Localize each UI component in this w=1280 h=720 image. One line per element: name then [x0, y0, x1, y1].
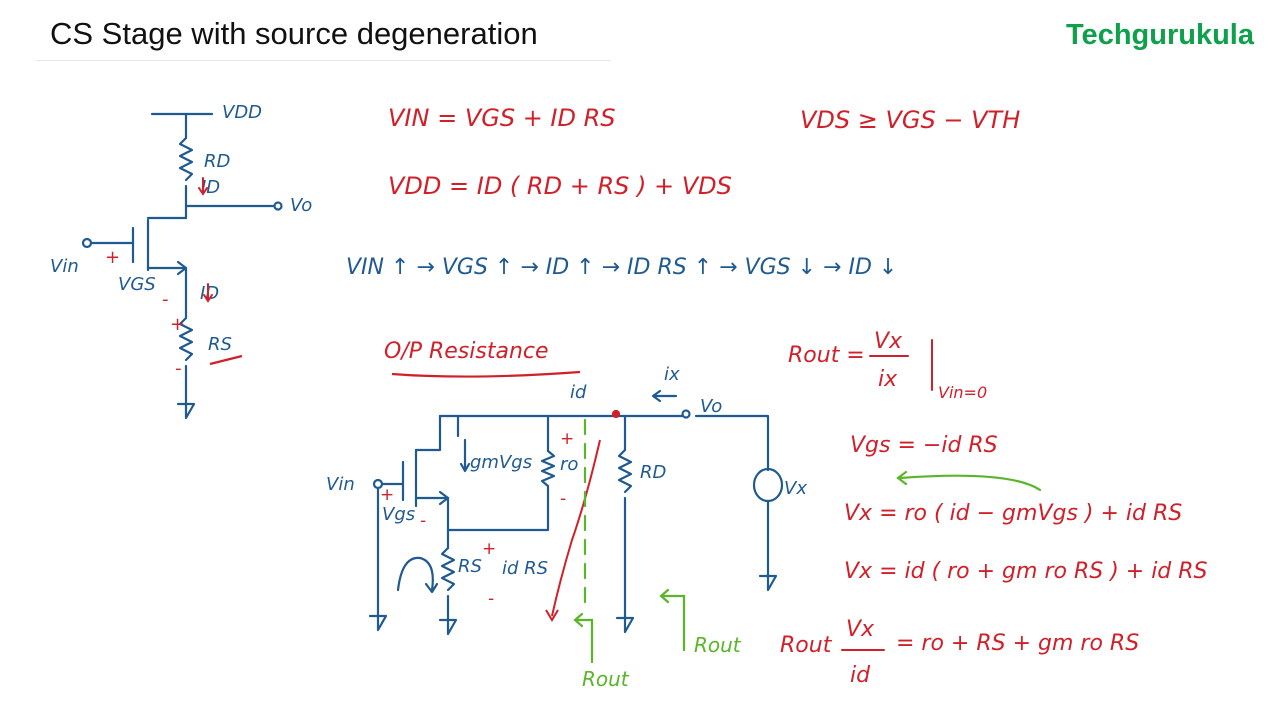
vgs-plus: +	[105, 247, 120, 268]
op-resistance-heading: O/P Resistance	[384, 339, 549, 364]
rout-arrow-left	[573, 612, 594, 664]
section-heading: O/P Resistance	[384, 339, 549, 364]
equations-block: VIN = VGS + ID RS VDS ≥ VGS − VTH VDD = …	[388, 104, 1020, 200]
vgs-arrow	[896, 470, 1042, 492]
vx-wire	[694, 414, 770, 472]
vo-node	[681, 409, 691, 419]
gnd-rs	[438, 618, 458, 636]
gnd-vx	[758, 574, 778, 592]
rs-label-2: RS	[458, 556, 482, 577]
ro-label: ro	[560, 454, 578, 475]
current-arrows	[198, 177, 213, 303]
rout-def-num: Vx	[874, 329, 903, 354]
loop-arrow	[396, 556, 439, 594]
ro-plus: +	[560, 429, 574, 449]
vgs-plus-2: +	[380, 485, 394, 505]
drain-dot	[611, 409, 621, 419]
output-node	[273, 201, 283, 211]
vx-label: Vx	[784, 478, 807, 499]
ix-arrow	[651, 389, 678, 403]
gm-arrow	[459, 438, 471, 473]
ix-label: ix	[664, 364, 680, 385]
rd-label: RD	[204, 151, 230, 172]
cs-stage-circuit	[81, 112, 283, 420]
eq-feedback: VIN ↑ → VGS ↑ → ID ↑ → ID RS ↑ → VGS ↓ →…	[346, 255, 897, 280]
vo-label-2: Vo	[700, 396, 722, 417]
rs-resistor	[178, 316, 194, 362]
rs-plus-2: +	[482, 539, 496, 559]
rout-labels: Rout Rout	[582, 633, 742, 691]
vx-source	[752, 467, 784, 503]
final-num: Vx	[846, 617, 875, 642]
rout-def-lhs: Rout =	[788, 343, 865, 368]
id-top-label: ID	[201, 177, 220, 198]
vin-label-2: Vin	[326, 474, 355, 495]
eq-vgs-small: Vgs = −id RS	[850, 433, 998, 458]
id-rs-label: id RS	[502, 558, 548, 579]
gnd-rd	[615, 616, 635, 634]
small-signal-circuit	[368, 389, 784, 636]
rs-minus: -	[175, 358, 182, 379]
circuit1-labels: VDD RD ID Vo Vin VGS ID RS	[50, 102, 312, 355]
title-divider	[36, 60, 611, 61]
gnd-vin	[368, 614, 388, 632]
vgs-minus-2: -	[420, 511, 426, 531]
rs-label: RS	[208, 334, 232, 355]
gm-vgs-label: gmVgs	[470, 452, 532, 473]
drain-left-down	[414, 414, 442, 452]
eq-vdd: VDD = ID ( RD + RS ) + VDS	[388, 172, 732, 200]
vin-label: Vin	[50, 256, 79, 277]
rs-resistor-2	[440, 546, 456, 592]
feedback-chain: VIN ↑ → VGS ↑ → ID ↑ → ID RS ↑ → VGS ↓ →…	[346, 255, 897, 280]
vo-label: Vo	[290, 195, 312, 216]
eq-vds-sat: VDS ≥ VGS − VTH	[800, 106, 1020, 134]
rd-resistor-2	[617, 448, 633, 494]
rs-underline	[209, 354, 243, 366]
id-label: id	[570, 382, 587, 403]
ground-symbol	[176, 402, 196, 420]
ro-minus: -	[560, 489, 566, 509]
page-title: CS Stage with source degeneration	[50, 16, 538, 51]
small-signal-labels: id ix Vo gmVgs ro RD Vin Vgs RS id RS Vx	[326, 364, 807, 579]
final-lhs: Rout	[780, 633, 833, 658]
ro-resistor	[540, 449, 556, 488]
vgs-label-2: Vgs	[382, 504, 415, 525]
rd-resistor	[178, 136, 194, 182]
current-loop	[545, 439, 601, 622]
rout-arrow-right	[659, 588, 686, 652]
eq-vx-2: Vx = id ( ro + gm ro RS ) + id RS	[844, 559, 1208, 584]
rout-def-cond: Vin=0	[938, 383, 987, 402]
small-signal-polarity: + - + - + -	[380, 429, 574, 609]
id-bottom-label: ID	[200, 283, 219, 304]
heading-underline	[391, 370, 581, 378]
derivation-block: Rout = Vx ix Vin=0 Vgs = −id RS Vx = ro …	[780, 329, 1208, 688]
vgs-label: VGS	[118, 274, 156, 295]
vdd-label: VDD	[222, 102, 262, 123]
eq-vin: VIN = VGS + ID RS	[388, 104, 616, 132]
gm-branch	[446, 484, 550, 532]
vgs-minus: -	[162, 289, 169, 310]
input-node	[81, 237, 93, 249]
circuit1-polarity: + - + -	[105, 247, 185, 379]
rs-plus: +	[170, 314, 185, 335]
rout-label-1: Rout	[582, 667, 630, 691]
final-rhs: = ro + RS + gm ro RS	[896, 631, 1139, 656]
final-den: id	[850, 663, 871, 688]
brand-logo: Techgurukula	[1066, 19, 1254, 51]
rout-label-2: Rout	[694, 633, 742, 657]
rout-def-den: ix	[878, 367, 898, 392]
fraction-bars	[841, 339, 933, 651]
rs-minus-2: -	[488, 589, 494, 609]
rout-arrows	[573, 418, 1042, 664]
eq-vx-1: Vx = ro ( id − gmVgs ) + id RS	[844, 501, 1182, 526]
rd-label-2: RD	[640, 462, 666, 483]
